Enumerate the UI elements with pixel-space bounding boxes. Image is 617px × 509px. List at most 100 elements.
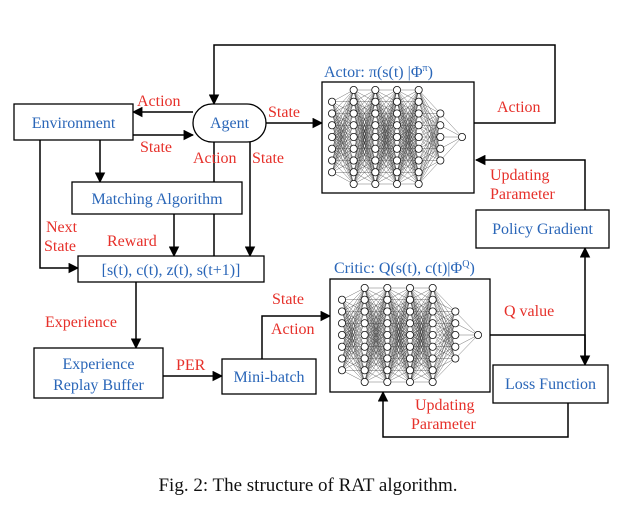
network-neuron	[371, 144, 380, 153]
network-connection	[387, 358, 411, 383]
network-connection	[353, 89, 376, 138]
network-connection	[341, 287, 365, 324]
network-neuron	[428, 377, 437, 386]
network-neuron	[371, 86, 380, 95]
edge-labels: Action State State Action State Next Sta…	[44, 93, 556, 433]
network-connection	[331, 160, 354, 173]
network-neuron	[451, 342, 460, 351]
network-connection	[375, 101, 398, 185]
network-connection	[353, 89, 376, 102]
agent-node: Agent	[192, 103, 267, 143]
network-neuron	[428, 354, 437, 363]
network-connection	[409, 287, 433, 347]
network-connection	[375, 148, 398, 185]
agent-label: Agent	[210, 115, 250, 132]
network-neuron	[360, 295, 369, 304]
network-connection	[353, 148, 376, 185]
network-neuron	[392, 109, 401, 118]
network-neuron	[392, 179, 401, 188]
network-connection	[364, 287, 388, 300]
network-connection	[341, 346, 365, 371]
network-neuron	[337, 354, 346, 363]
network-neuron	[405, 319, 414, 328]
network-connection	[387, 323, 411, 383]
network-connection	[432, 334, 456, 383]
network-connection	[418, 89, 441, 114]
network-neuron	[327, 168, 336, 177]
network-connection	[375, 125, 398, 185]
network-connection	[364, 287, 388, 347]
transition-tuple-label: [s(t), c(t), z(t), s(t+1)]	[102, 262, 241, 279]
network-neuron	[337, 366, 346, 375]
network-connection	[387, 287, 411, 383]
network-neuron	[349, 144, 358, 153]
matching-algorithm-box: Matching Algorithm	[71, 181, 243, 215]
network-connection	[409, 287, 433, 300]
network-neuron	[383, 342, 392, 351]
loss-function-box: Loss Function	[492, 364, 609, 404]
network-connection	[364, 358, 388, 383]
network-connection	[331, 172, 354, 185]
network-connection	[375, 89, 398, 102]
network-neuron	[360, 366, 369, 375]
network-neuron	[428, 295, 437, 304]
network-neuron	[414, 86, 423, 95]
network-neuron	[414, 168, 423, 177]
network-connection	[396, 89, 419, 138]
network-connection	[341, 287, 365, 312]
network-connection	[418, 148, 441, 185]
network-connection	[387, 299, 411, 383]
arrow-minibatch-to-critic	[261, 310, 332, 359]
arrow-critic-to-loss	[490, 334, 591, 367]
network-connection	[396, 148, 419, 185]
network-connection	[364, 287, 388, 312]
network-connection	[387, 287, 411, 312]
network-connection	[387, 346, 411, 383]
network-connection	[455, 334, 479, 359]
label-state-to-agent: State	[140, 139, 172, 156]
network-connection	[396, 101, 419, 185]
network-neuron	[414, 109, 423, 118]
network-connection	[418, 113, 441, 161]
network-connection	[364, 370, 388, 383]
network-connection	[409, 299, 433, 383]
network-connection	[353, 125, 376, 185]
network-neuron	[392, 168, 401, 177]
label-updating-bottom-line1: Updating	[415, 397, 475, 414]
network-connection	[440, 125, 463, 138]
label-state-to-actor: State	[268, 104, 300, 121]
network-neuron	[436, 156, 445, 165]
network-connection	[409, 287, 433, 312]
network-neuron	[451, 330, 460, 339]
network-neuron	[405, 342, 414, 351]
network-neuron	[349, 132, 358, 141]
network-neuron	[327, 109, 336, 118]
network-neuron	[414, 132, 423, 141]
transition-tuple-box: [s(t), c(t), z(t), s(t+1)]	[77, 255, 265, 283]
network-neuron	[392, 132, 401, 141]
network-connection	[341, 287, 365, 371]
actor-network: Actor: π(s(t) |Φπ)	[321, 63, 475, 194]
label-experience: Experience	[45, 314, 117, 331]
network-connection	[396, 89, 419, 126]
network-connection	[341, 287, 365, 336]
network-connection	[432, 323, 456, 383]
actor-network-graph	[327, 86, 466, 188]
network-connection	[364, 287, 388, 336]
label-next-state-line1: Next	[46, 219, 78, 236]
network-connection	[364, 334, 388, 383]
network-connection	[432, 311, 456, 347]
network-connection	[432, 311, 456, 324]
replay-buffer-label-line1: Experience	[63, 356, 135, 373]
network-connection	[331, 89, 354, 173]
network-connection	[375, 160, 398, 185]
arrow-actor-to-agent	[208, 44, 556, 124]
label-next-state-line2: State	[44, 238, 76, 255]
network-neuron	[392, 121, 401, 130]
network-neuron	[428, 342, 437, 351]
network-connection	[364, 299, 388, 383]
network-neuron	[392, 86, 401, 95]
network-neuron	[327, 144, 336, 153]
network-connection	[440, 136, 463, 149]
network-neuron	[337, 295, 346, 304]
